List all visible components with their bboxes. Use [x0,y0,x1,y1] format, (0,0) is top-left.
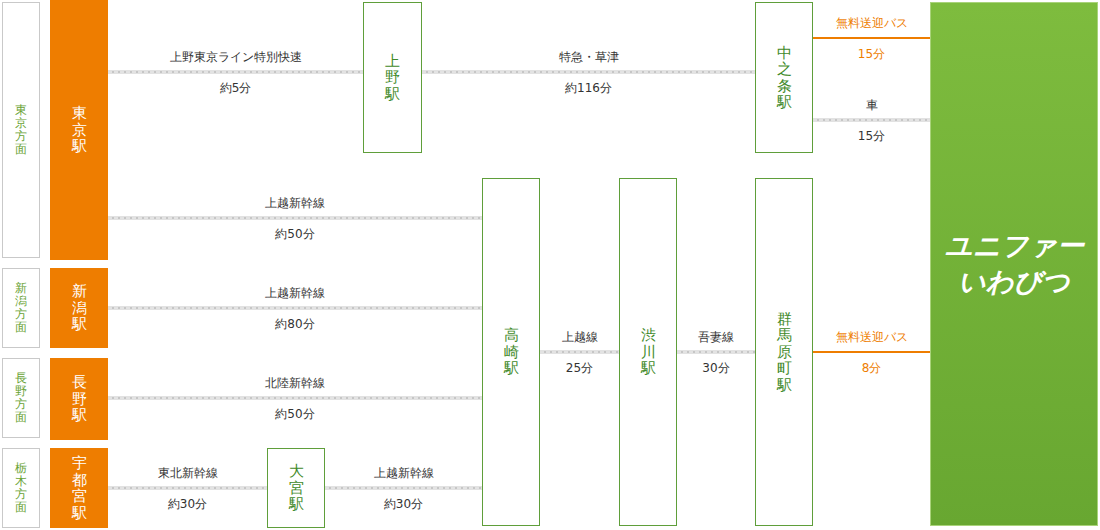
rail-line [325,488,482,489]
region-box: 新潟方面 [2,268,40,348]
travel-time: 約30分 [384,497,423,511]
connector-core [108,308,482,309]
connector-line [540,351,619,354]
station-name: 長野駅 [72,374,87,424]
travel-time: 8分 [862,361,882,375]
station-name: 東京駅 [72,105,87,155]
region-box: 栃木方面 [2,448,40,528]
rail-line [108,398,482,399]
destination-box: ユニファー いわびつ [930,2,1098,526]
rail-line [677,352,755,353]
station-name: 群馬原町駅 [777,311,792,394]
bus-route [813,38,930,39]
station-name: 高崎駅 [504,327,519,377]
station-name: 栃木方面 [15,462,27,515]
connector-line [813,119,930,122]
route-name: 上越新幹線 [374,466,434,480]
connector-line [677,351,755,354]
station-name: 上野駅 [385,53,400,103]
route-name: 北陸新幹線 [265,376,325,390]
travel-time: 約30分 [168,497,207,511]
connector-line [325,487,482,490]
connector-line [813,351,930,353]
station-name: 宇都宮駅 [72,455,87,521]
connector-core [325,488,482,489]
connector-core [108,72,363,73]
rail-line [540,352,619,353]
station-box: 渋川駅 [619,178,677,526]
rail-line [108,308,482,309]
connector-line [108,307,482,310]
route-name: 上越新幹線 [265,196,325,210]
region-box: 長野方面 [2,358,40,438]
travel-time: 30分 [702,361,729,375]
station-box: 群馬原町駅 [755,178,813,526]
connector-line [108,71,363,74]
connector-core [540,352,619,353]
route-name: 特急・草津 [559,50,619,64]
route-name: 吾妻線 [698,330,734,344]
origin-station: 新潟駅 [50,268,108,348]
travel-time: 約116分 [565,81,612,95]
route-name: 上越新幹線 [265,286,325,300]
station-name: 渋川駅 [641,327,656,377]
origin-station: 長野駅 [50,358,108,440]
connector-line [108,397,482,400]
travel-time: 25分 [566,361,593,375]
region-box: 東京方面 [2,2,40,258]
travel-time: 約80分 [275,317,314,331]
connector-line [422,71,755,74]
connector-core [108,488,267,489]
travel-time: 約5分 [220,81,252,95]
station-name: 新潟駅 [72,283,87,333]
travel-time: 15分 [858,129,885,143]
rail-line [108,72,363,73]
station-name: 大宮駅 [289,463,304,513]
route-name: 無料送迎バス [836,330,908,344]
station-name: 中之条駅 [777,45,792,111]
connector-core [108,398,482,399]
destination-name: ユニファー いわびつ [942,228,1085,301]
route-name: 車 [866,98,878,112]
connector-core [108,218,482,219]
connector-core [422,72,755,73]
connector-line [108,217,482,220]
rail-line [108,488,267,489]
route-name: 東北新幹線 [158,466,218,480]
connector-core [677,352,755,353]
origin-station: 東京駅 [50,0,108,260]
connector-line [108,487,267,490]
station-name: 新潟方面 [15,282,27,335]
station-box: 高崎駅 [482,178,540,526]
station-box: 大宮駅 [267,448,325,528]
station-name: 長野方面 [15,372,27,425]
station-box: 中之条駅 [755,2,813,153]
origin-station: 宇都宮駅 [50,448,108,528]
travel-time: 15分 [858,47,885,61]
connector-core [813,120,930,121]
travel-time: 約50分 [275,407,314,421]
travel-time: 約50分 [275,227,314,241]
rail-line [813,120,930,121]
route-name: 上越線 [562,330,598,344]
station-name: 東京方面 [15,104,27,157]
rail-line [422,72,755,73]
station-box: 上野駅 [363,2,422,153]
route-name: 上野東京ライン特別快速 [170,50,302,64]
bus-route [813,352,930,353]
connector-line [813,37,930,39]
rail-line [108,218,482,219]
route-name: 無料送迎バス [836,16,908,30]
